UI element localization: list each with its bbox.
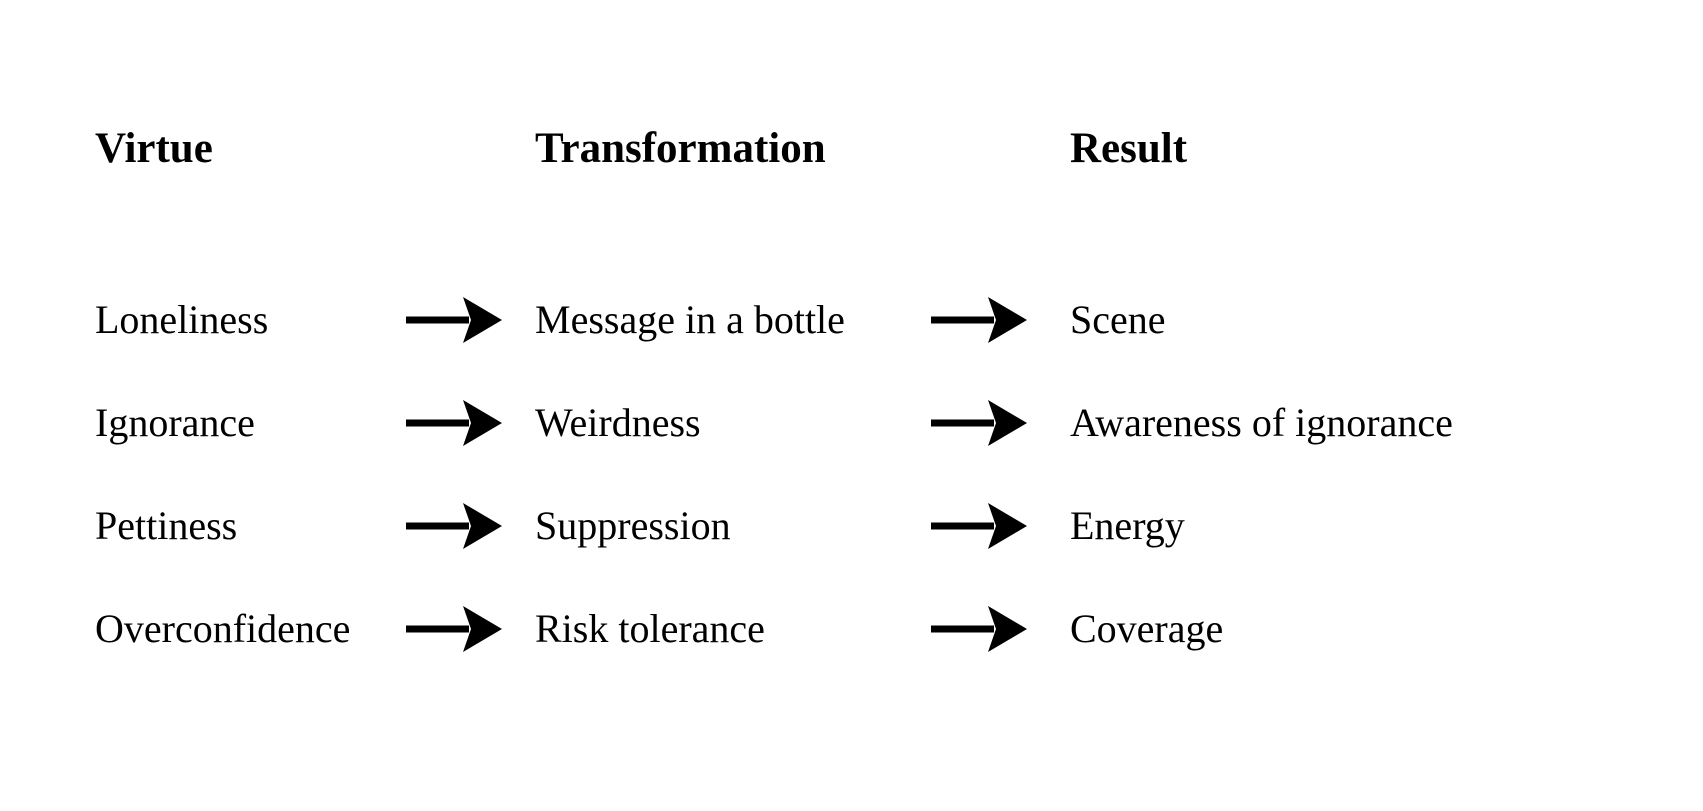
virtue-cell: Pettiness — [95, 502, 238, 548]
right-arrow-icon — [405, 474, 535, 577]
right-arrow-icon — [930, 268, 1070, 371]
transformation-cell: Suppression — [535, 502, 731, 548]
transformation-cell: Message in a bottle — [535, 296, 845, 342]
virtue-transformation-table: Virtue Transformation Result Loneliness … — [95, 118, 1655, 680]
result-cell: Energy — [1070, 502, 1185, 548]
right-arrow-icon — [930, 474, 1070, 577]
header-gap-2 — [930, 118, 1070, 180]
virtue-cell: Overconfidence — [95, 605, 351, 651]
virtue-cell: Loneliness — [95, 296, 269, 342]
column-header-transformation: Transformation — [535, 125, 826, 173]
result-cell: Scene — [1070, 296, 1166, 342]
header-body-spacer — [95, 180, 1655, 268]
right-arrow-icon — [405, 371, 535, 474]
result-cell: Coverage — [1070, 605, 1224, 651]
right-arrow-icon — [405, 577, 535, 680]
header-gap-1 — [405, 118, 535, 180]
transformation-cell: Weirdness — [535, 399, 701, 445]
column-header-result: Result — [1070, 125, 1188, 173]
right-arrow-icon — [405, 268, 535, 371]
right-arrow-icon — [930, 577, 1070, 680]
column-header-virtue: Virtue — [95, 125, 213, 173]
result-cell: Awareness of ignorance — [1070, 399, 1453, 445]
transformation-cell: Risk tolerance — [535, 605, 765, 651]
virtue-cell: Ignorance — [95, 399, 255, 445]
right-arrow-icon — [930, 371, 1070, 474]
